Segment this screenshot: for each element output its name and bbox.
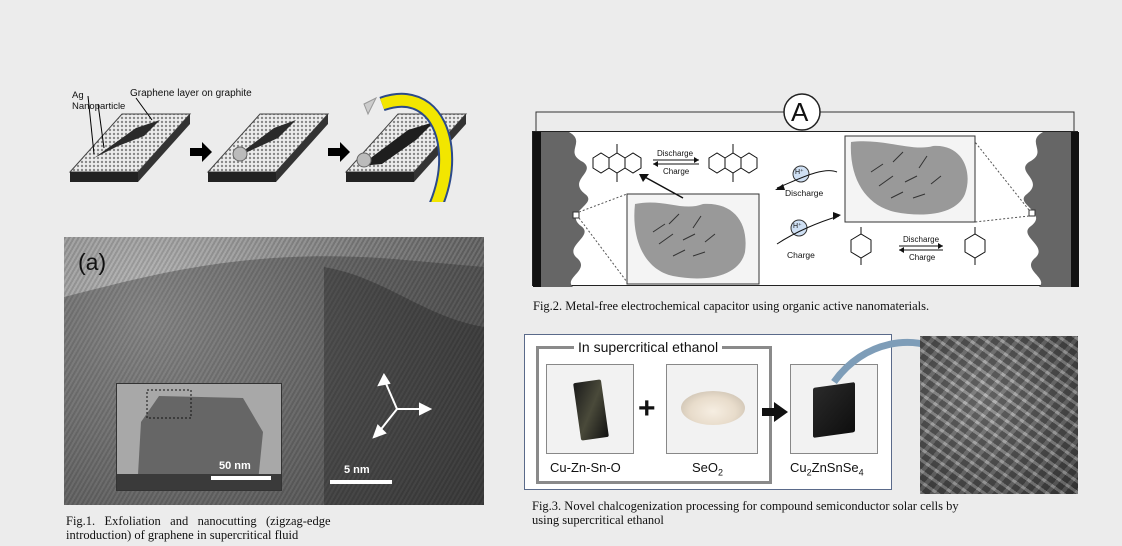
czts-label-mid: ZnSnSe [811,460,859,475]
discharge-label-top: Discharge [657,149,694,158]
h-plus-label-1: H⁺ [795,169,804,176]
fig1-caption-line1: Fig.1. Exfoliation and nanocutting (zigz… [66,514,331,528]
czts-label: Cu2ZnSnSe4 [790,460,864,478]
fig2-bracket [535,93,1075,132]
ag-label: Ag [72,90,84,101]
plus-sign: + [638,392,656,425]
graphite-block-2 [206,113,330,182]
figure-1: Graphene layer on graphite Ag Nanopartic… [64,84,486,546]
graphene-layer-label: Graphene layer on graphite [130,88,252,99]
czts-label-cu: Cu [790,460,807,475]
fig3-caption: Fig.3. Novel chalcogenization processing… [532,499,1114,527]
lattice-direction-arrows [372,372,433,439]
inset-scale-bar [211,476,271,480]
anthraquinone-molecule [592,144,642,182]
discharge-label-bottom: Discharge [903,235,940,244]
step-arrow-2 [328,142,350,162]
h-plus-label-2: H⁺ [793,223,802,230]
fig1-caption-line2: introduction) of graphene in supercritic… [66,528,299,542]
seo2-powder [681,391,745,425]
charge-label-bottom: Charge [909,253,936,262]
figure-3: In supercritical ethanol + Cu-Zn-Sn-O Se… [524,334,1114,546]
charge-label-top: Charge [663,167,690,176]
tetrachlorohydroquinone-molecule [850,227,872,265]
anthrahydroquinone-molecule [708,144,758,182]
fig3-caption-line1: Fig.3. Novel chalcogenization processing… [532,499,959,513]
tem-inset: 50 nm [116,383,282,491]
cu-zn-sn-o-label: Cu-Zn-Sn-O [550,460,621,475]
fig2-diagram-box: Discharge Charge H⁺ Discharge H⁺ Charge … [532,131,1079,287]
graphite-block-1 [68,95,192,182]
step-arrow-1 [190,142,212,162]
charge-label-mid: Charge [787,250,815,260]
czts-label-cu-sub: 2 [806,467,812,478]
cu-zn-sn-o-sample [573,379,609,441]
right-electrode [1023,132,1071,287]
main-scale-label: 5 nm [344,464,370,476]
process-arrow [762,402,788,422]
fig2-panel-label: A [791,97,809,127]
left-electrode [541,132,589,287]
czts-label-se-sub: 4 [858,467,864,478]
fig3-caption-line2: using supercritical ethanol [532,513,664,527]
fig1-schematic [68,92,468,202]
inset-scale-label: 50 nm [219,460,251,472]
nanoparticle-label: Nanoparticle [72,101,126,112]
panel-label-a: (a) [78,249,107,275]
discharge-label-mid: Discharge [785,188,824,198]
fig2-caption: Fig.2. Metal-free electrochemical capaci… [533,299,930,313]
seo2-label-main: SeO [692,460,719,475]
fig1-caption: Fig.1. Exfoliation and nanocutting (zigz… [66,514,486,542]
figure-2: A [532,90,1092,320]
cu-zn-sn-o-photo [546,364,634,454]
tem-image: (a) 50 nm 5 nm [64,237,484,505]
seo2-label: SeO2 [692,460,723,478]
fig3-box-title: In supercritical ethanol [574,339,723,355]
proton-icon-discharge [792,165,810,183]
seo2-label-sub: 2 [718,467,724,478]
chloranil-molecule [964,227,986,265]
seo2-photo [666,364,758,454]
main-scale-bar [330,480,392,484]
sem-image [920,336,1078,494]
